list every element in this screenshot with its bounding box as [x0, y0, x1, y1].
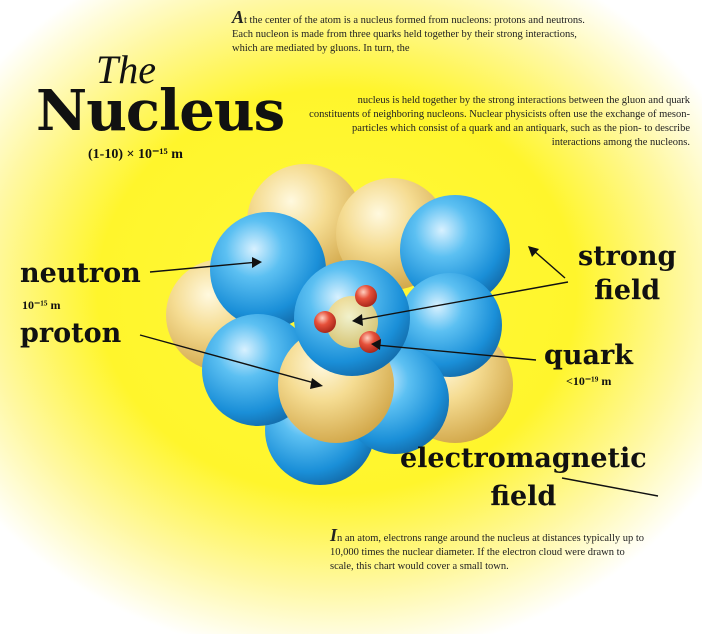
intro-dropcap: A — [232, 7, 244, 27]
proton-label: proton — [20, 318, 121, 349]
outro-text: n an atom, electrons range around the nu… — [330, 533, 644, 572]
strong-field-label: strong field — [578, 240, 676, 308]
strong-field-arrowhead-2 — [528, 246, 539, 257]
outro-dropcap: I — [330, 525, 337, 545]
neutron-size-label: 10⁻¹⁵ m — [22, 298, 61, 313]
neutron-label: neutron — [20, 258, 141, 289]
quark-label: quark — [544, 340, 633, 371]
nucleus-size-label: (1-10) × 10⁻¹⁵ m — [88, 146, 183, 163]
intro-paragraph: At the center of the atom is a nucleus f… — [232, 10, 602, 56]
quark-sphere — [355, 285, 377, 307]
electromagnetic-field-label: electromagnetic field — [400, 440, 647, 516]
strong-field-label-line2: field — [578, 274, 676, 308]
intro-paragraph-continued: nucleus is held together by the strong i… — [306, 94, 690, 150]
em-field-label-line2: field — [400, 478, 647, 516]
outro-paragraph: In an atom, electrons range around the n… — [330, 528, 650, 574]
em-field-label-line1: electromagnetic — [400, 440, 647, 478]
quark-sphere — [314, 311, 336, 333]
quark-size-label: <10⁻¹⁹ m — [566, 374, 611, 389]
intro-text-1: t the center of the atom is a nucleus fo… — [232, 15, 585, 54]
strong-field-label-line1: strong — [578, 240, 676, 274]
strong-field-pointer-2 — [533, 250, 565, 278]
page-title: Nucleus — [36, 78, 284, 144]
